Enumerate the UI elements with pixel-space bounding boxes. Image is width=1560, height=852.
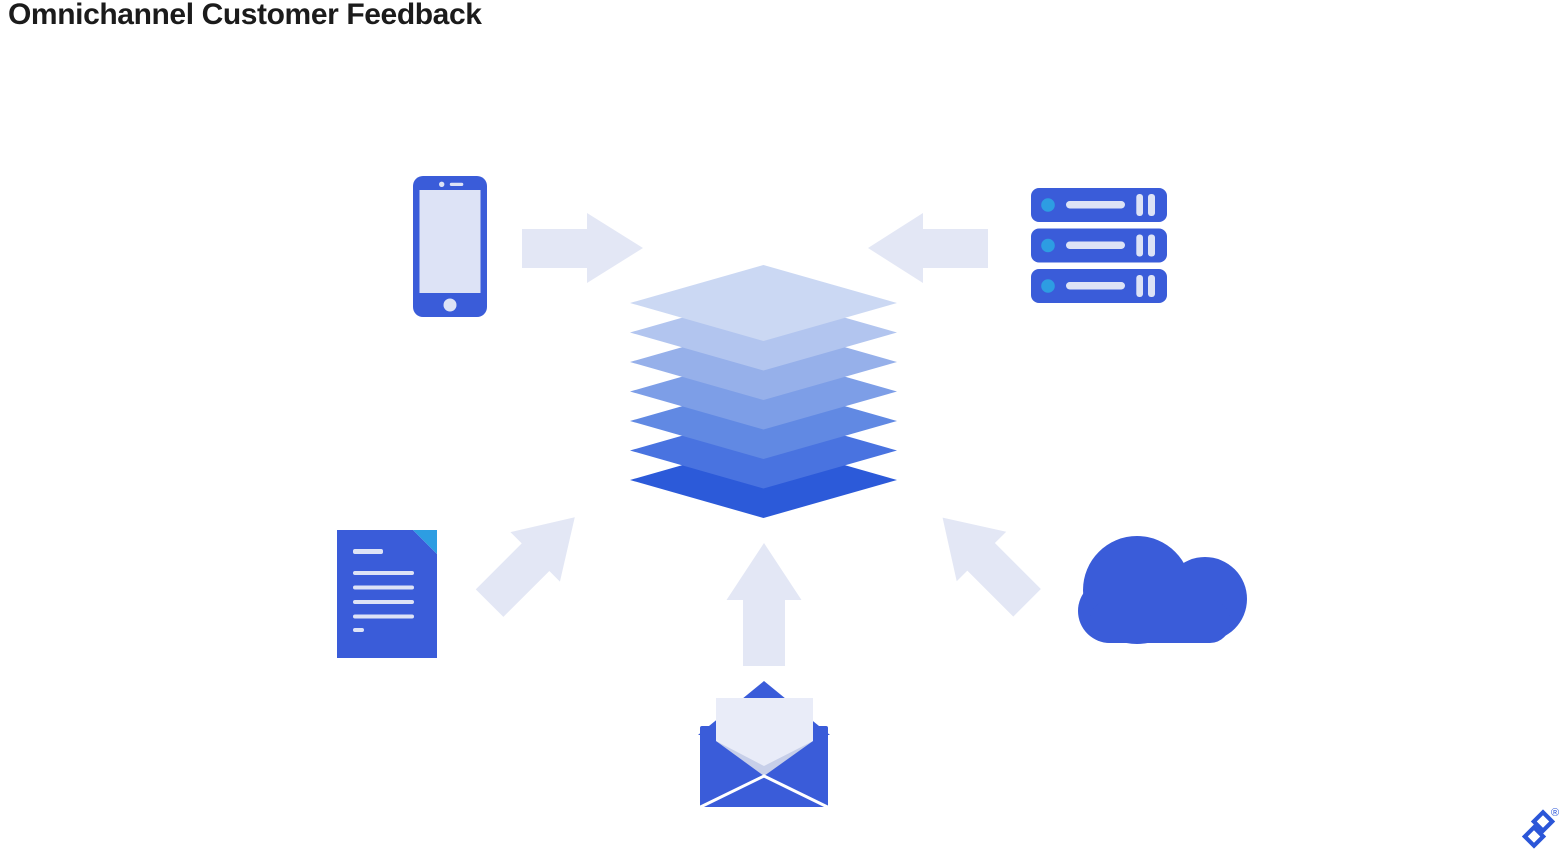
- server-slot-bar: [1066, 282, 1125, 290]
- server-vent: [1148, 234, 1155, 257]
- server-unit: [1031, 228, 1167, 263]
- envelope-letter: [716, 698, 813, 766]
- cloud-icon: [1078, 536, 1247, 644]
- arrow-from-envelope: [726, 543, 802, 666]
- server-unit: [1031, 188, 1167, 222]
- layer-stack: [630, 265, 897, 518]
- server-slot-bar: [1066, 201, 1125, 209]
- envelope-fold-line: [699, 774, 766, 809]
- phone-speaker-bar: [449, 182, 464, 186]
- document-folded-corner: [413, 530, 437, 554]
- toptal-logo-icon: ®: [1521, 807, 1559, 849]
- document-text-line: [353, 585, 414, 590]
- page-title: Omnichannel Customer Feedback: [8, 0, 482, 31]
- arrow-from-cloud: [942, 517, 1041, 617]
- server-stack-icon: [1031, 188, 1167, 303]
- phone-screen: [419, 190, 481, 293]
- server-slot-bar: [1066, 241, 1125, 249]
- envelope-icon: [698, 681, 830, 809]
- server-vent: [1136, 234, 1143, 257]
- stack-layer-1: [630, 265, 897, 341]
- server-led: [1041, 279, 1055, 293]
- server-unit: [1031, 269, 1167, 303]
- server-vent: [1136, 275, 1143, 297]
- document-text-line: [353, 571, 414, 575]
- server-vent: [1148, 275, 1155, 297]
- arrow-from-document: [475, 517, 575, 617]
- phone-camera-dot: [439, 181, 445, 187]
- arrow-from-smartphone: [522, 213, 643, 283]
- server-led: [1041, 198, 1055, 212]
- registered-trademark-symbol: ®: [1551, 807, 1559, 819]
- envelope-fold-line: [762, 774, 829, 809]
- document-text-line: [353, 628, 364, 632]
- document-text-line: [353, 600, 414, 604]
- document-text-line: [353, 614, 414, 619]
- phone-home-button: [443, 298, 457, 312]
- server-vent: [1148, 194, 1155, 216]
- arrows: [475, 213, 1041, 666]
- arrow-from-server-stack: [868, 213, 988, 283]
- smartphone-icon: [413, 176, 487, 317]
- server-vent: [1136, 194, 1143, 216]
- document-icon: [337, 530, 437, 658]
- document-sheet: [337, 530, 437, 658]
- document-text-line: [353, 549, 383, 554]
- server-led: [1041, 238, 1055, 253]
